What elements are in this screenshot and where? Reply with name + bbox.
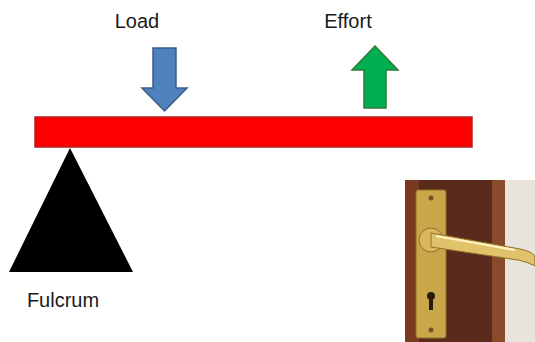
fulcrum-label: Fulcrum <box>27 288 99 312</box>
fulcrum-triangle <box>9 148 133 272</box>
effort-arrow <box>352 46 398 108</box>
door-handle-photo <box>405 180 535 342</box>
load-arrow <box>142 48 187 111</box>
lever-bar <box>35 117 472 147</box>
effort-label: Effort <box>324 9 371 33</box>
load-label: Load <box>115 9 160 33</box>
